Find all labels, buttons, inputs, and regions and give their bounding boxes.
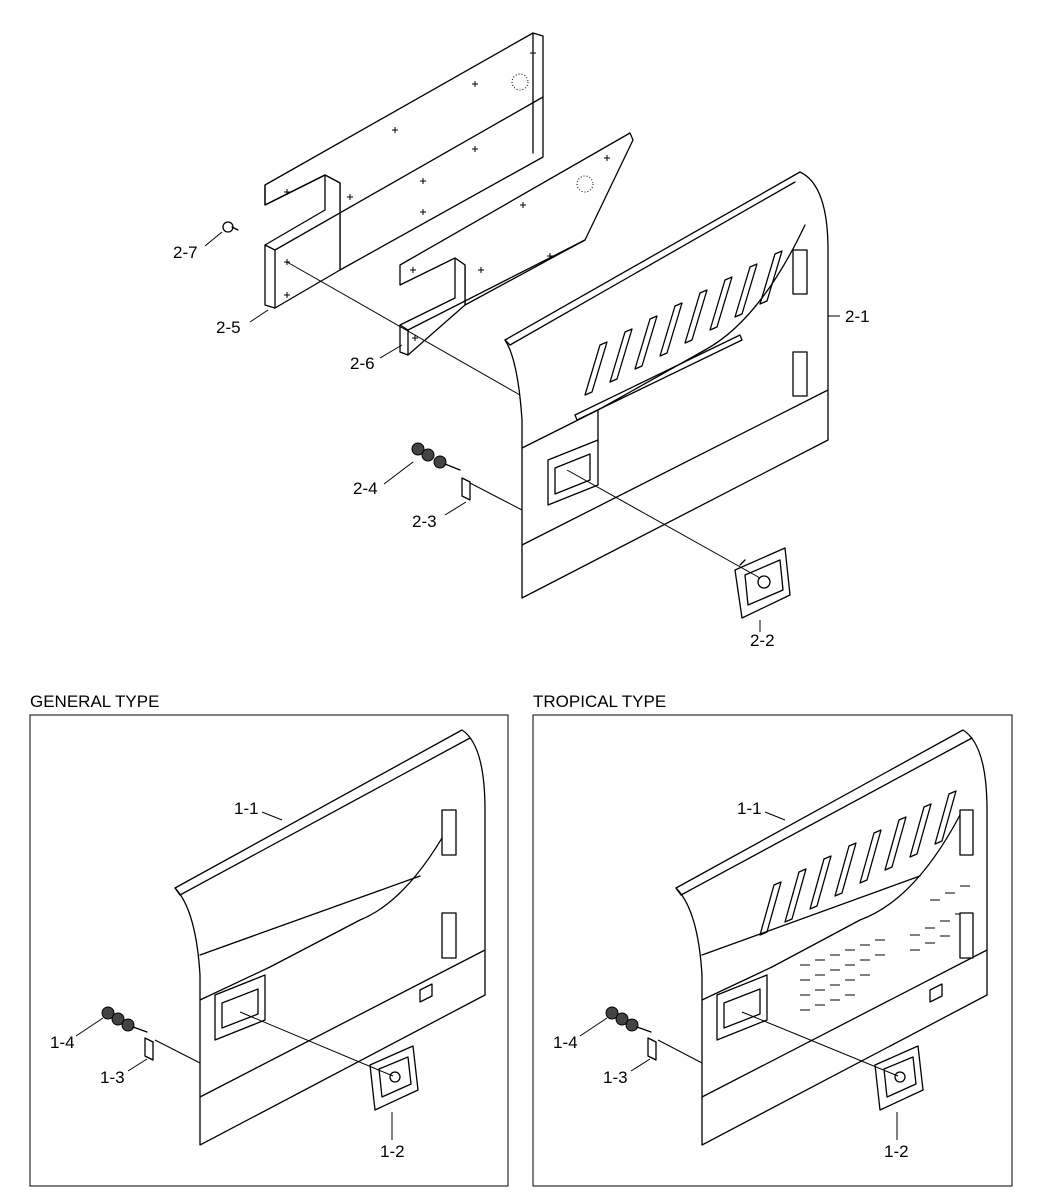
tropical-type-title: TROPICAL TYPE [533, 692, 666, 711]
general-door-panel-1-1 [174, 729, 486, 1146]
tropical-type-frame [532, 714, 1013, 1187]
fastener-markers [284, 50, 610, 341]
side-door-panel-2-1 [504, 171, 829, 599]
leader-lines-tropical [579, 811, 899, 1140]
tropical-door-panel-1-1 [675, 729, 988, 1146]
label-2-2: 2-2 [750, 631, 775, 650]
label-2-1: 2-1 [845, 307, 870, 326]
tropical-label-1-1: 1-1 [737, 799, 762, 818]
label-2-6: 2-6 [350, 354, 375, 373]
general-type-title: GENERAL TYPE [30, 692, 159, 711]
insulation-pad-2-5 [264, 32, 544, 309]
label-2-7: 2-7 [173, 243, 198, 262]
door-lock-2-2 [734, 547, 791, 619]
label-2-4: 2-4 [353, 479, 378, 498]
general-bracket-1-3 [144, 1037, 154, 1061]
tropical-label-1-4: 1-4 [553, 1033, 578, 1052]
bolt-2-7 [222, 221, 239, 233]
label-2-3: 2-3 [412, 512, 437, 531]
general-lock-1-2 [369, 1045, 419, 1111]
general-label-1-4: 1-4 [50, 1033, 75, 1052]
tropical-label-1-3: 1-3 [603, 1068, 628, 1087]
general-bolt-1-4 [101, 1006, 148, 1033]
leader-lines-top [204, 231, 840, 632]
tropical-bolt-1-4 [605, 1006, 652, 1033]
perforation-pattern [511, 73, 594, 193]
bolt-2-4 [411, 442, 461, 471]
tropical-lock-1-2 [874, 1045, 924, 1111]
general-type-frame [29, 714, 509, 1187]
general-label-1-3: 1-3 [100, 1068, 125, 1087]
general-label-1-2: 1-2 [380, 1142, 405, 1161]
bracket-2-3 [461, 477, 471, 501]
tropical-bracket-1-3 [647, 1037, 657, 1061]
tropical-label-1-2: 1-2 [884, 1142, 909, 1161]
leader-lines-general [75, 811, 394, 1140]
general-label-1-1: 1-1 [234, 799, 259, 818]
label-2-5: 2-5 [216, 318, 241, 337]
insulation-pad-2-6 [399, 132, 634, 356]
